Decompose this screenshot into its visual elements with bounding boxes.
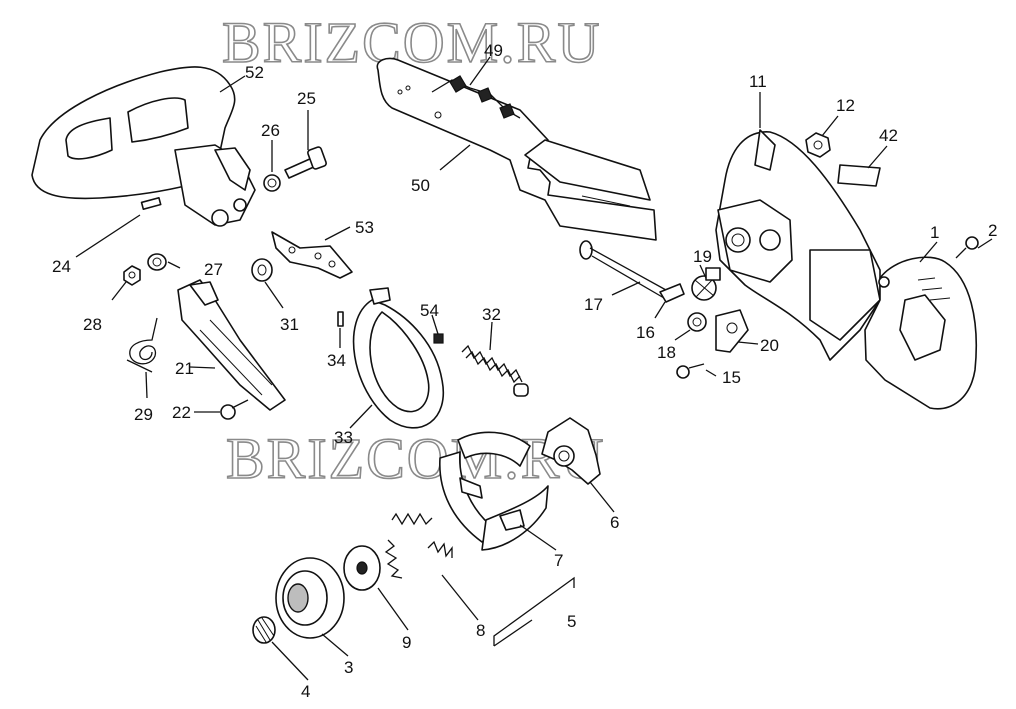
part-25-bolt (284, 146, 327, 179)
part-1-cover (864, 256, 978, 410)
callout-4: 4 (301, 682, 310, 701)
callout-26: 26 (261, 121, 280, 140)
part-27-nut (147, 253, 167, 271)
part-12-nut (805, 132, 831, 158)
part-21-brake-lever (177, 279, 286, 411)
callout-3: 3 (344, 658, 353, 677)
callout-2: 2 (988, 221, 997, 240)
part-3-clutch-drum (275, 557, 345, 639)
part-8-clutch-springs (384, 512, 453, 579)
part-33-brake-band (352, 287, 445, 429)
callout-33: 33 (334, 428, 353, 447)
callout-24: 24 (52, 257, 71, 276)
part-52-bar-cover (31, 66, 256, 227)
callout-1: 1 (930, 223, 939, 242)
callout-32: 32 (482, 305, 501, 324)
callout-18: 18 (657, 343, 676, 362)
part-29-spring (126, 317, 158, 373)
part-4-needle-bearing (252, 616, 276, 644)
watermark-middle: BRIZCOM.RU (226, 426, 605, 491)
callout-9: 9 (402, 633, 411, 652)
callout-7: 7 (554, 551, 563, 570)
part-20-adjuster-plate (715, 309, 749, 353)
callout-labels: 52 49 25 26 11 12 42 50 1 2 24 27 53 19 … (52, 41, 997, 701)
part-7-clutch-shoes (439, 431, 549, 551)
part-50-guide-bar (376, 57, 657, 241)
part-22-screw (220, 399, 249, 420)
callout-5: 5 (567, 612, 576, 631)
part-49-chain (431, 75, 521, 119)
callout-15: 15 (722, 368, 741, 387)
callout-20: 20 (760, 336, 779, 355)
part-17-adjuster-bolt (579, 240, 667, 299)
callout-29: 29 (134, 405, 153, 424)
part-31-collar (251, 258, 273, 282)
callout-34: 34 (327, 351, 346, 370)
part-15-screw (676, 363, 705, 379)
callout-6: 6 (610, 513, 619, 532)
part-9-washer (343, 545, 381, 591)
callout-52: 52 (245, 63, 264, 82)
part-32-spring (461, 344, 529, 397)
callout-17: 17 (584, 295, 603, 314)
callout-53: 53 (355, 218, 374, 237)
callout-49: 49 (484, 41, 503, 60)
callout-8: 8 (476, 621, 485, 640)
callout-11: 11 (749, 72, 767, 91)
part-54-block (433, 333, 444, 344)
callout-21: 21 (175, 359, 194, 378)
part-42-label (837, 164, 881, 187)
callout-42: 42 (879, 126, 898, 145)
callout-31: 31 (280, 315, 299, 334)
callout-54: 54 (420, 301, 439, 320)
part-34-pin (337, 311, 344, 327)
part-6-clutch-hub (541, 417, 601, 485)
callout-28: 28 (83, 315, 102, 334)
part-2-screw (955, 236, 979, 259)
callout-50: 50 (411, 176, 430, 195)
callout-22: 22 (172, 403, 191, 422)
leader-lines (75, 56, 993, 681)
callout-12: 12 (836, 96, 855, 115)
part-28-nut (123, 265, 141, 286)
part-24-pin (140, 196, 162, 210)
part-53-link-plate (271, 231, 353, 279)
watermark-top: BRIZCOM.RU (222, 10, 601, 75)
callout-16: 16 (636, 323, 655, 342)
part-26-collar (263, 174, 281, 192)
part-19-gear (691, 267, 721, 301)
part-18-gear (687, 312, 707, 332)
callout-19: 19 (693, 247, 712, 266)
callout-25: 25 (297, 89, 316, 108)
part-16-pin (659, 283, 685, 303)
callout-27: 27 (204, 260, 223, 279)
part-11-sprocket-cover (715, 129, 881, 361)
